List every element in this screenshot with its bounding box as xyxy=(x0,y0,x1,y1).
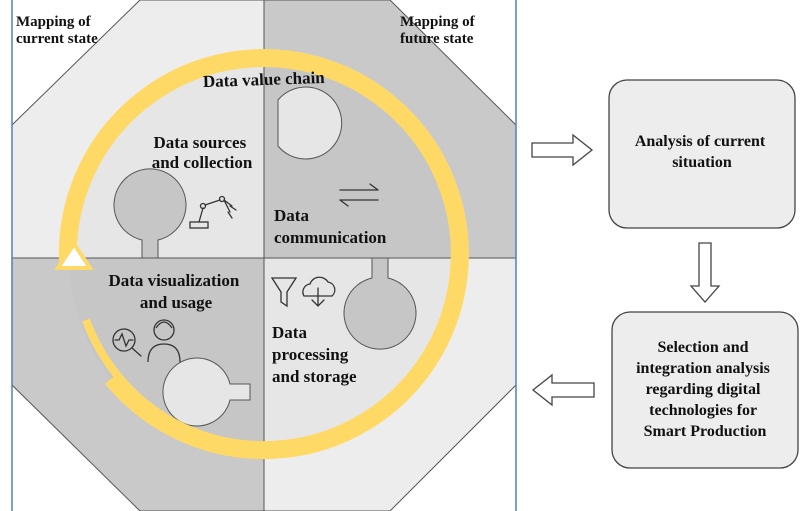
robot-arm-icon xyxy=(189,195,237,229)
processing-line-1: Data xyxy=(272,323,307,342)
exchange-arrows-icon xyxy=(339,183,379,207)
arrows xyxy=(531,133,721,407)
arrow-down xyxy=(689,242,721,303)
processing-label: Data processing and storage xyxy=(272,323,357,386)
current-state-line-2: current state xyxy=(16,31,98,47)
knob-left xyxy=(113,168,187,259)
puzzle-circle xyxy=(69,63,459,453)
cloud-download-icon xyxy=(302,276,336,307)
communication-line-2: communication xyxy=(274,228,387,247)
communication-line-1: Data xyxy=(274,206,309,225)
sources-line-2: and collection xyxy=(152,153,253,172)
arrow-left xyxy=(531,373,595,407)
processing-line-3: and storage xyxy=(272,367,357,386)
ring-label: Data value chain xyxy=(203,68,326,91)
current-state-label: Mapping of current state xyxy=(16,14,98,47)
visualization-label: Data visualization and usage xyxy=(108,271,243,312)
value-chain-ring: Data value chain xyxy=(54,49,469,460)
person-icon xyxy=(147,319,181,363)
sources-label: Data sources and collection xyxy=(152,133,253,172)
ring-inner-arc xyxy=(82,265,462,451)
selection-line-2: integration analysis xyxy=(636,360,770,377)
visualization-line-1: Data visualization xyxy=(108,271,239,290)
selection-box-label: Selection and integration analysis regar… xyxy=(636,339,774,440)
knob-top xyxy=(277,86,343,160)
future-state-line-1: Mapping of xyxy=(400,14,476,30)
knob-bottom xyxy=(162,357,251,427)
selection-line-4: technologies for xyxy=(649,402,757,419)
filter-icon xyxy=(270,277,298,308)
current-state-line-1: Mapping of xyxy=(16,14,92,30)
analysis-line-1: Analysis of current xyxy=(635,133,766,150)
analysis-box-label: Analysis of current situation xyxy=(635,133,769,171)
arrow-right xyxy=(531,133,594,167)
magnifier-chart-icon xyxy=(112,328,142,357)
analysis-line-2: situation xyxy=(672,154,732,171)
communication-label: Data communication xyxy=(274,206,387,247)
sources-line-1: Data sources xyxy=(154,133,247,152)
selection-line-3: regarding digital xyxy=(646,381,761,398)
processing-line-2: processing xyxy=(272,345,349,364)
future-state-label: Mapping of future state xyxy=(400,14,478,47)
selection-line-5: Smart Production xyxy=(644,423,767,440)
visualization-line-2: and usage xyxy=(140,293,213,312)
knob-right xyxy=(343,257,417,350)
future-state-line-2: future state xyxy=(400,31,474,47)
selection-line-1: Selection and xyxy=(657,339,748,356)
analysis-box xyxy=(608,79,796,229)
selection-box xyxy=(611,311,799,469)
ring-arrowhead xyxy=(54,240,94,270)
